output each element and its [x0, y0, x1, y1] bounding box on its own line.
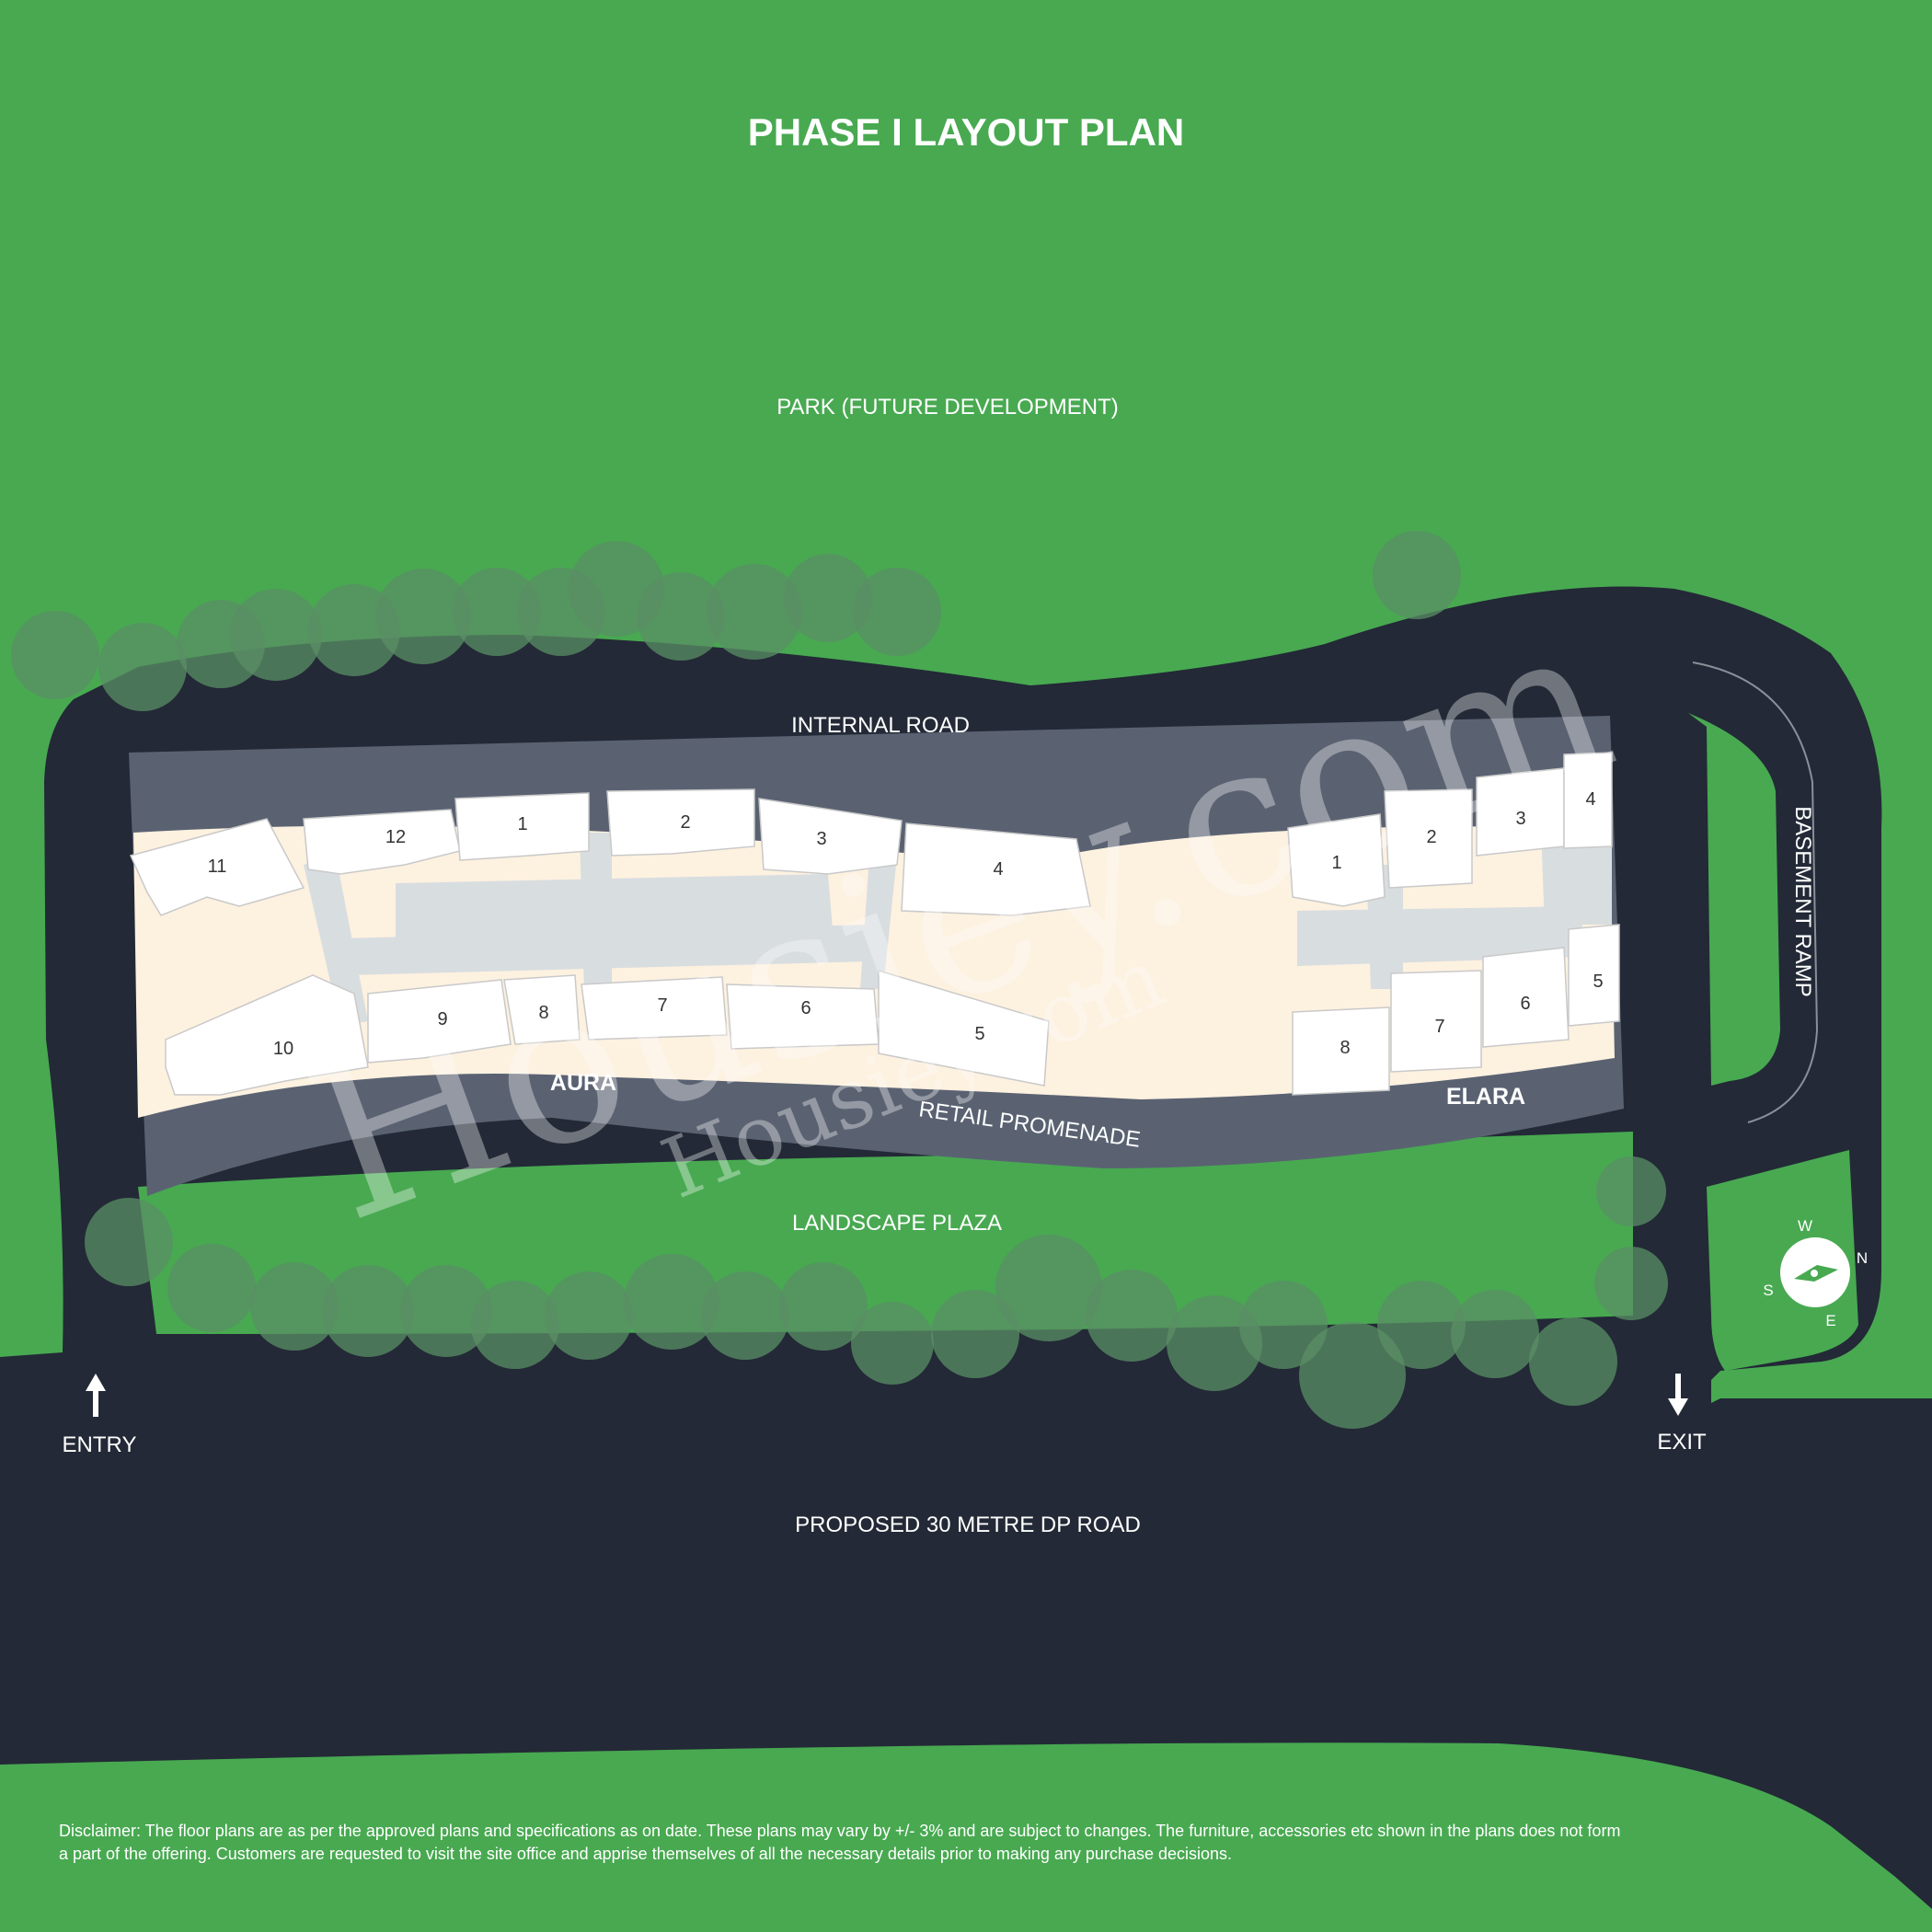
basement-ramp-label: BASEMENT RAMP	[1790, 806, 1815, 997]
elara-unit-5: 5	[1593, 972, 1603, 992]
elara-unit-8: 8	[1340, 1038, 1350, 1058]
elara-unit-7: 7	[1434, 1017, 1444, 1037]
compass-icon: W N S E	[1763, 1217, 1868, 1329]
aura-unit-9: 9	[437, 1009, 447, 1029]
elara-unit-1-block	[1287, 813, 1386, 907]
compass-s: S	[1763, 1282, 1773, 1299]
tree-canopies	[11, 531, 1668, 1429]
proposed-road-label: PROPOSED 30 METRE DP ROAD	[795, 1512, 1141, 1537]
aura-unit-4-block	[901, 822, 1091, 916]
exit-arrow-icon	[1668, 1374, 1688, 1416]
aura-unit-4: 4	[993, 859, 1003, 880]
aura-unit-8: 8	[538, 1003, 548, 1023]
aura-unit-11: 11	[208, 857, 227, 877]
aura-unit-3: 3	[816, 829, 826, 849]
aura-unit-5: 5	[974, 1024, 984, 1044]
aura-unit-5-block	[878, 969, 1050, 1087]
basement-ramp-line	[1692, 661, 1819, 1123]
elara-unit-2-block	[1384, 788, 1473, 889]
elara-unit-4: 4	[1585, 789, 1595, 810]
tower-label-aura: AURA	[550, 1070, 616, 1096]
compass-n: N	[1857, 1249, 1868, 1267]
elara-unit-3: 3	[1515, 809, 1525, 829]
exit-label: EXIT	[1657, 1430, 1707, 1455]
entry-arrow-icon	[86, 1374, 106, 1417]
aura-unit-12: 12	[385, 827, 406, 847]
elara-unit-2: 2	[1426, 827, 1436, 847]
internal-road-label: INTERNAL ROAD	[791, 713, 970, 738]
elara-unit-8-block	[1292, 1006, 1390, 1096]
aura-unit-10: 10	[273, 1039, 293, 1059]
corridors	[304, 828, 1612, 1026]
aura-unit-3-block	[758, 798, 903, 875]
aura-unit-10-block	[165, 974, 369, 1096]
elara-unit-6-block	[1482, 947, 1570, 1048]
aura-unit-9-block	[367, 979, 512, 1064]
elara-unit-7-block	[1390, 970, 1482, 1073]
park-label: PARK (FUTURE DEVELOPMENT)	[776, 395, 1119, 420]
compass-w: W	[1798, 1217, 1812, 1235]
aura-unit-7-block	[581, 976, 728, 1041]
elara-unit-5-block	[1568, 924, 1620, 1027]
elara-buildings	[1287, 752, 1620, 1096]
page-title: PHASE I LAYOUT PLAN	[748, 110, 1185, 154]
landscape-plaza-label: LANDSCAPE PLAZA	[792, 1211, 1002, 1236]
entry-label: ENTRY	[63, 1432, 137, 1457]
aura-buildings	[129, 788, 1091, 1096]
aura-unit-8-block	[503, 974, 581, 1045]
tower-label-elara: ELARA	[1446, 1084, 1525, 1110]
aura-unit-6: 6	[800, 998, 811, 1018]
aura-unit-2-block	[606, 788, 755, 857]
aura-unit-1-block	[454, 792, 590, 861]
elara-unit-1: 1	[1331, 853, 1341, 873]
aura-unit-1: 1	[517, 814, 527, 834]
elara-unit-4-block	[1563, 752, 1613, 849]
grass-strip-east	[1688, 713, 1780, 1086]
elara-unit-6: 6	[1520, 994, 1530, 1014]
disclaimer-text: Disclaimer: The floor plans are as per t…	[59, 1822, 1621, 1863]
compass-e: E	[1825, 1312, 1835, 1329]
aura-unit-7: 7	[657, 995, 667, 1016]
aura-unit-2: 2	[680, 812, 690, 833]
aura-unit-11-block	[129, 818, 305, 916]
aura-unit-12-block	[303, 809, 461, 875]
